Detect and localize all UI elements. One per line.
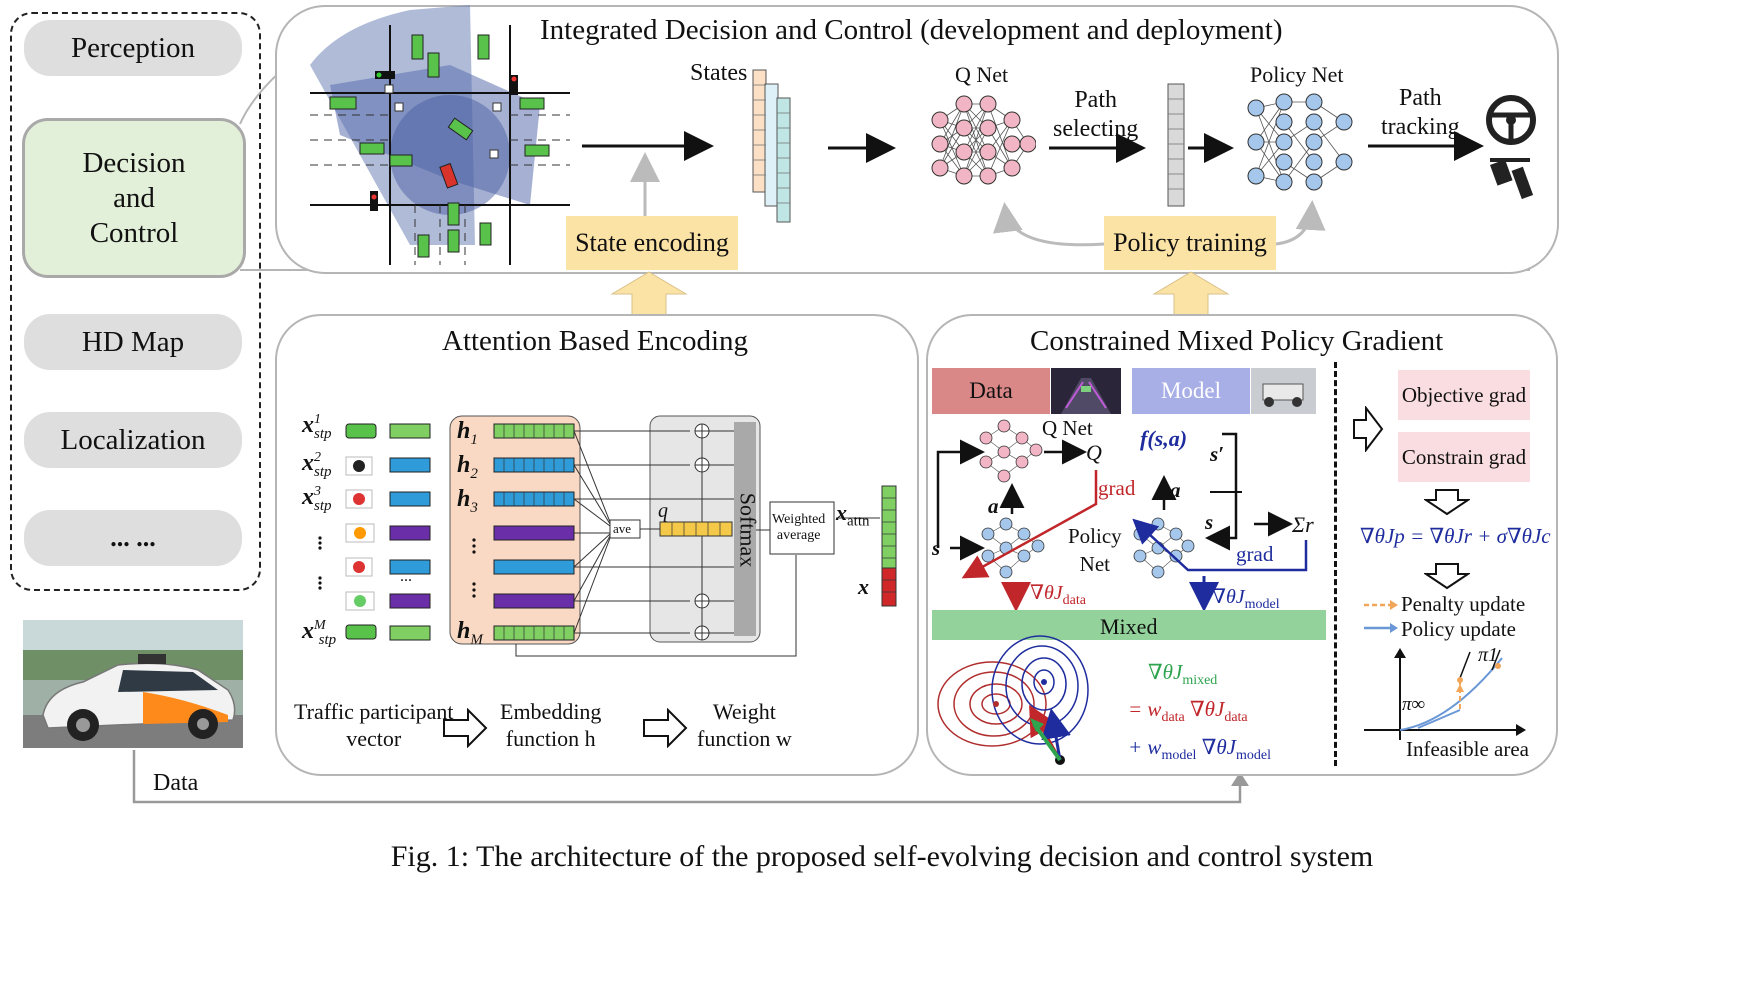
- up-arrow-encoding-icon: [610, 271, 688, 317]
- pi-inf-label: π∞: [1402, 694, 1426, 715]
- figure-caption: Fig. 1: The architecture of the proposed…: [390, 840, 1374, 873]
- states-label: States: [690, 60, 748, 86]
- abe-footer-weight: Weight function w: [697, 699, 792, 751]
- state-encoding-box: State encoding: [566, 216, 738, 270]
- constrain-grad-box: Constrain grad: [1398, 432, 1530, 482]
- cmpg-down-arrow-1-icon: [1424, 489, 1470, 516]
- vehicle-photo: [23, 620, 243, 748]
- penalty-update-label: Penalty update: [1401, 592, 1526, 616]
- path-tracking-label: Path tracking: [1381, 85, 1460, 140]
- abe-input-1: x1stp: [302, 412, 332, 442]
- cmpg-grad-model: grad: [1236, 542, 1274, 566]
- cmpg-qnet-label: Q Net: [1042, 416, 1093, 440]
- cmpg-grad-model-label: ∇θJmodel: [1212, 586, 1280, 612]
- abe-softmax-label: Softmax: [735, 492, 761, 568]
- cmpg-right-arrow-icon: [1353, 406, 1384, 452]
- abe-h2: h2: [457, 452, 478, 482]
- path-selecting-label: Path selecting: [1053, 87, 1139, 142]
- abe-x-attn-label: xattn: [836, 500, 870, 530]
- cmpg-f-label: f(s,a): [1140, 426, 1188, 451]
- cmpg-data-header: Data: [932, 368, 1050, 414]
- cmpg-legend-lines: [1364, 600, 1398, 633]
- policy-training-box: Policy training: [1104, 216, 1276, 270]
- cmpg-q-symbol: Q: [1086, 440, 1102, 465]
- abe-footer-embedding: Embedding function h: [500, 699, 602, 751]
- sidebar-item-perception: Perception: [24, 20, 242, 76]
- cmpg-s-data: s: [932, 536, 941, 560]
- data-feedback-label: Data: [153, 770, 199, 796]
- abe-input-3: x3stp: [302, 484, 332, 514]
- abe-ave-label: ave: [613, 521, 632, 536]
- abe-footer-traffic: Traffic participant vector: [294, 699, 454, 751]
- abe-q-label: q: [658, 500, 668, 522]
- policy-net-label: Policy Net: [1250, 62, 1344, 87]
- q-net-graphic: [931, 95, 1036, 185]
- cmpg-down-arrow-2-icon: [1424, 563, 1470, 590]
- abe-hm: hM: [457, 618, 483, 648]
- abe-diagram: [318, 415, 897, 657]
- q-net-label: Q Net: [955, 62, 1009, 87]
- cmpg-data-image: [1051, 368, 1121, 414]
- sidebar-item-localization: Localization: [24, 412, 242, 468]
- cmpg-s-model: s: [1205, 510, 1214, 534]
- cmpg-a-model: a: [1170, 478, 1181, 502]
- abe-x-label: x: [858, 574, 869, 599]
- abe-weighted-average-label: Weighted average: [772, 512, 826, 543]
- cmpg-model-image: [1251, 368, 1316, 414]
- idc-title: Integrated Decision and Control (develop…: [540, 14, 1283, 46]
- cmpg-grad-data-label: ∇θJdata: [1030, 582, 1086, 608]
- cmpg-separator: [1334, 362, 1337, 766]
- abe-input-m: xMstp: [302, 618, 337, 648]
- infeasible-area-label: Infeasible area: [1406, 737, 1529, 761]
- abe-footer-arrows: [443, 708, 688, 748]
- abe-ellipsis-h: ...: [400, 568, 412, 585]
- policy-update-label: Policy update: [1401, 617, 1516, 641]
- cmpg-eq-line3: + wmodel ∇θJmodel: [1128, 735, 1271, 764]
- sidebar-item-decision-control: Decision and Control: [22, 118, 246, 278]
- cmpg-mixed-label: Mixed: [1100, 614, 1158, 639]
- cmpg-s-prime: s′: [1210, 442, 1225, 466]
- cmpg-a-data: a: [988, 494, 999, 518]
- up-arrow-training-icon: [1152, 271, 1230, 317]
- objective-grad-box: Objective grad: [1398, 370, 1530, 420]
- pi-1-label: π1: [1478, 644, 1499, 666]
- cmpg-grad-eq: ∇θJp = ∇θJr + σ∇θJc: [1360, 524, 1551, 548]
- abe-h3: h3: [457, 486, 478, 516]
- abe-title: Attention Based Encoding: [442, 325, 749, 357]
- intersection-scene: [310, 5, 570, 265]
- cmpg-title: Constrained Mixed Policy Gradient: [1030, 325, 1444, 357]
- sidebar-item-hd-map: HD Map: [24, 314, 242, 370]
- policy-net-graphic: [1247, 93, 1353, 191]
- sidebar-dashed-frame: [10, 12, 261, 591]
- cmpg-policy-net-label: Policy Net: [1068, 524, 1122, 576]
- cmpg-model-header: Model: [1132, 368, 1250, 414]
- abe-input-2: x2stp: [302, 450, 332, 480]
- cmpg-eq-line1: ∇θJmixed: [1148, 660, 1218, 689]
- sidebar-item-more: ... ...: [24, 510, 242, 566]
- abe-h1: h1: [457, 418, 478, 448]
- cmpg-feasibility-plot: [1364, 648, 1526, 740]
- cmpg-sum-r: Σr: [1292, 512, 1314, 537]
- cmpg-grad-data: grad: [1098, 476, 1136, 500]
- cmpg-diagram: [932, 419, 1326, 765]
- cmpg-eq-line2: = wdata ∇θJdata: [1128, 697, 1248, 726]
